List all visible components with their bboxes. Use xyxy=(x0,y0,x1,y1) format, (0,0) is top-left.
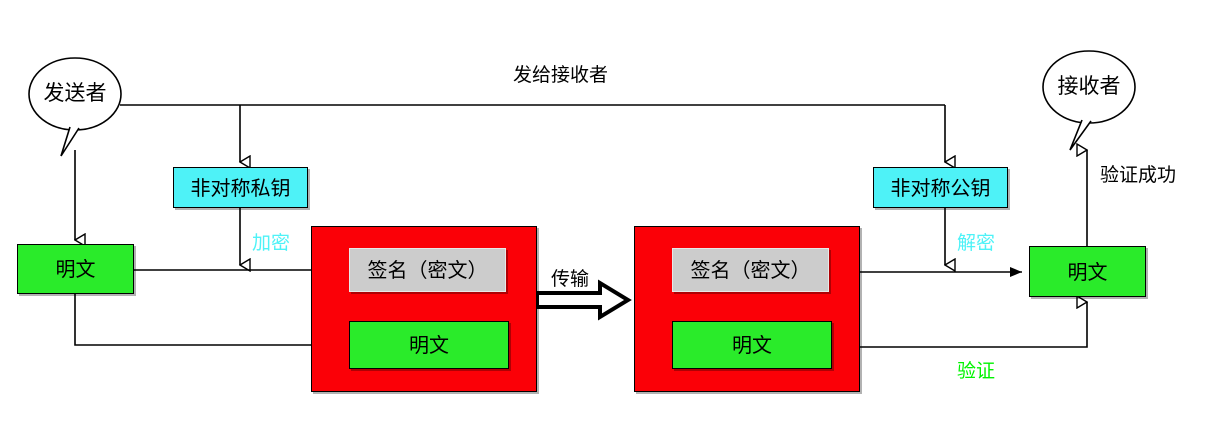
signature-label-left: 签名（密文） xyxy=(367,258,488,282)
verify-label: 验证 xyxy=(957,360,996,382)
private-key-box: 非对称私钥 xyxy=(173,167,308,208)
private-key-label: 非对称私钥 xyxy=(190,175,291,200)
plaintext-result-box: 明文 xyxy=(1029,246,1146,297)
plaintext-source-label: 明文 xyxy=(55,257,96,281)
public-key-box: 非对称公钥 xyxy=(873,167,1008,208)
send-to-receiver-label: 发给接收者 xyxy=(513,64,609,86)
plaintext-result-label: 明文 xyxy=(1067,259,1108,284)
plaintext-label-right: 明文 xyxy=(732,333,772,357)
decrypt-label: 解密 xyxy=(957,232,996,254)
plaintext-source-box: 明文 xyxy=(17,244,134,294)
sender-label: 发送者 xyxy=(43,81,107,106)
transmit-arrow xyxy=(535,279,632,321)
encrypt-label: 加密 xyxy=(252,232,291,254)
public-key-label: 非对称公钥 xyxy=(890,175,991,200)
signature-label-right: 签名（密文） xyxy=(690,258,811,282)
sender-bubble-label: 发送者 xyxy=(29,58,121,130)
transmit-label: 传输 xyxy=(551,268,590,290)
receiver-label: 接收者 xyxy=(1057,74,1121,99)
plaintext-box-left: 明文 xyxy=(349,321,509,369)
signature-box-left: 签名（密文） xyxy=(349,248,506,292)
signed-message-envelope-left: 签名（密文） 明文 xyxy=(311,226,537,392)
receiver-bubble-label: 接收者 xyxy=(1043,51,1135,123)
signed-message-envelope-right: 签名（密文） 明文 xyxy=(634,226,860,392)
signature-box-right: 签名（密文） xyxy=(672,248,829,292)
plaintext-label-left: 明文 xyxy=(409,333,449,357)
verify-success-label: 验证成功 xyxy=(1100,164,1177,186)
plaintext-box-right: 明文 xyxy=(672,321,832,369)
